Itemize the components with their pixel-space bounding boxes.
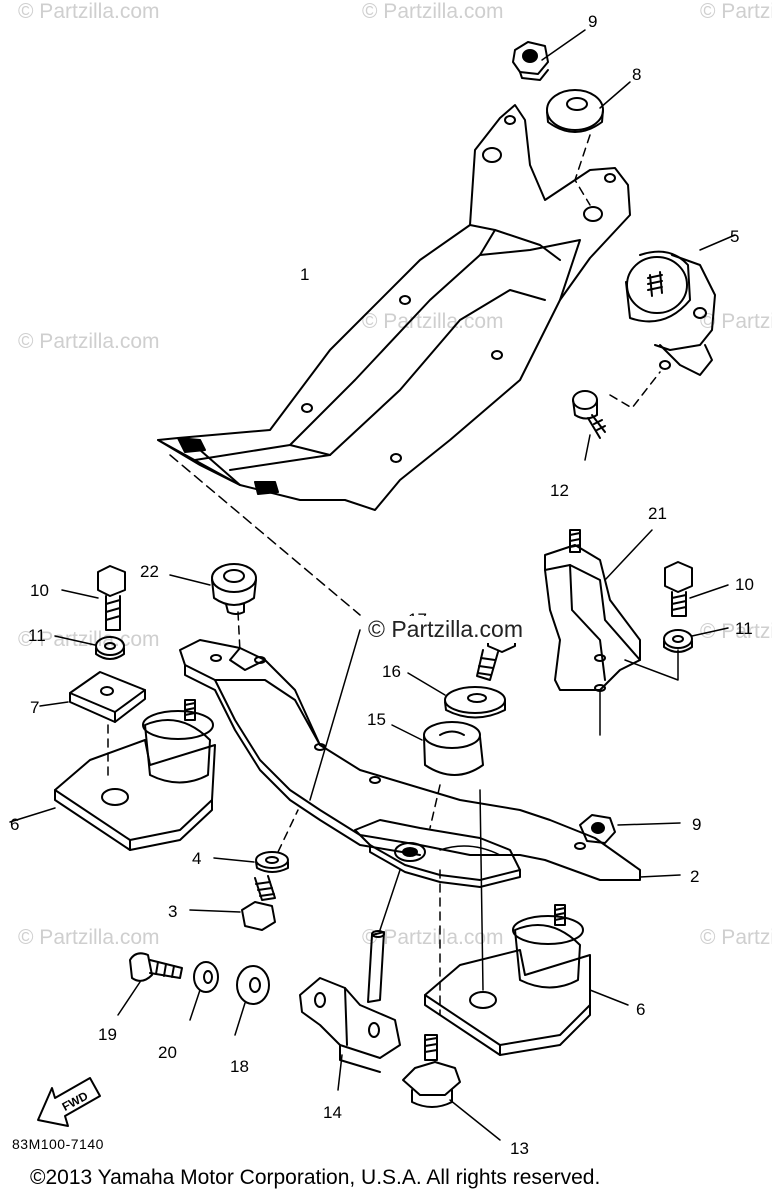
part-9-nut-top xyxy=(512,29,586,81)
callout-9-top: 9 xyxy=(588,12,597,31)
guide-line xyxy=(379,869,401,931)
part-13-flange-nut xyxy=(402,1034,501,1141)
callout-19: 19 xyxy=(98,1025,117,1044)
watermark: © Partzilla.com xyxy=(700,0,772,23)
part-12-bolt xyxy=(572,390,606,461)
callout-15: 15 xyxy=(367,710,386,729)
part-15-rubber-spacer xyxy=(391,721,484,829)
watermark-center: © Partzilla.com xyxy=(366,616,525,643)
callout-11-right: 11 xyxy=(735,619,753,638)
callout-8: 8 xyxy=(632,65,641,84)
part-2-frame xyxy=(179,639,681,888)
callout-12: 12 xyxy=(550,481,569,500)
part-6-mount-left xyxy=(9,699,216,851)
callout-5: 5 xyxy=(730,227,739,246)
callout-labels: 1 2 3 4 5 6 6 7 8 9 9 10 10 11 11 12 13 … xyxy=(10,12,754,1158)
part-21-bracket xyxy=(544,529,653,736)
callout-11-left: 11 xyxy=(28,626,46,645)
part-6-mount-right xyxy=(424,789,629,1056)
part-9-nut-right xyxy=(579,814,681,844)
callout-16: 16 xyxy=(382,662,401,681)
part-11-washer-right xyxy=(624,627,729,681)
callout-1: 1 xyxy=(300,265,309,284)
callout-9-right: 9 xyxy=(692,815,701,834)
callout-21: 21 xyxy=(648,504,667,523)
watermark: © Partzilla.com xyxy=(18,0,160,23)
callout-3: 3 xyxy=(168,902,177,921)
watermark: © Partzilla.com xyxy=(18,926,160,949)
part-18-washer xyxy=(234,965,270,1036)
callout-10-left: 10 xyxy=(30,581,49,600)
copyright-notice: ©2013 Yamaha Motor Corporation, U.S.A. A… xyxy=(30,1166,601,1189)
watermark: © Partzilla.com xyxy=(362,926,504,949)
callout-22: 22 xyxy=(140,562,159,581)
callout-20: 20 xyxy=(158,1043,177,1062)
callout-18: 18 xyxy=(230,1057,249,1076)
part-20-washer xyxy=(189,961,219,1021)
fwd-arrow-icon: FWD xyxy=(37,1077,101,1127)
part-1-skid-plate xyxy=(157,104,631,511)
part-14-bracket xyxy=(299,930,401,1091)
part-7-plate xyxy=(39,671,146,776)
diagram-code: 83M100-7140 xyxy=(12,1136,104,1152)
part-16-washer xyxy=(407,672,506,719)
part-11-washer-left xyxy=(54,635,125,660)
callout-14: 14 xyxy=(323,1103,342,1122)
callout-10-right: 10 xyxy=(735,575,754,594)
guide-line xyxy=(309,629,361,801)
watermark: © Partzilla.com xyxy=(362,0,504,23)
callout-13: 13 xyxy=(510,1139,529,1158)
callout-7: 7 xyxy=(30,698,39,717)
part-5-engine-mount xyxy=(609,234,736,409)
part-19-bolt xyxy=(117,952,183,1016)
callout-2: 2 xyxy=(690,867,699,886)
dashed-guide-line xyxy=(169,454,361,616)
watermark: © Partzilla.com xyxy=(700,926,772,949)
callout-6-right: 6 xyxy=(636,1000,645,1019)
watermark: © Partzilla.com xyxy=(700,310,772,333)
part-8-washer xyxy=(546,81,631,206)
part-4-washer xyxy=(213,809,299,873)
callout-4: 4 xyxy=(192,849,201,868)
part-10-bolt-left xyxy=(61,565,126,631)
part-10-bolt-right xyxy=(664,561,729,617)
watermark: © Partzilla.com xyxy=(18,330,160,353)
part-3-bolt xyxy=(189,875,276,931)
watermark: © Partzilla.com xyxy=(700,620,772,643)
callout-6-left: 6 xyxy=(10,815,19,834)
part-22-spacer xyxy=(169,563,257,653)
